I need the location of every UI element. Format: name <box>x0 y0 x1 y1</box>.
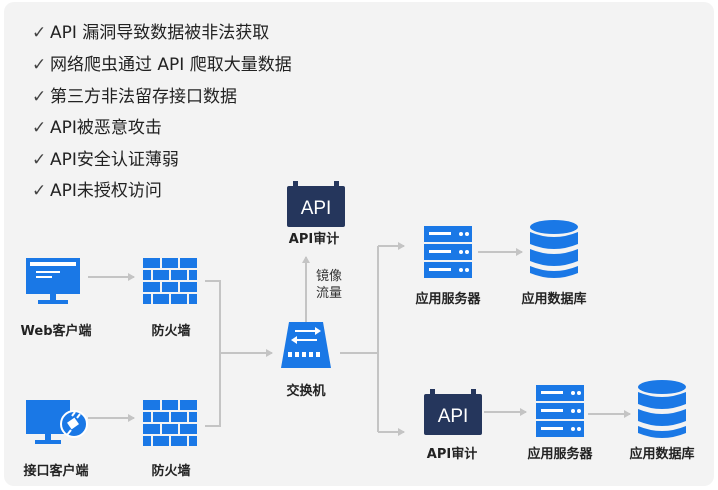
database-icon <box>638 380 686 438</box>
monitor-icon <box>26 258 80 304</box>
server-icon <box>536 385 584 437</box>
diagram-panel <box>4 2 714 486</box>
mirror-line2: 流量 <box>316 286 343 301</box>
check-icon: ✓ <box>32 150 47 170</box>
check-icon: ✓ <box>32 118 47 138</box>
server-icon <box>424 226 472 278</box>
risk-text: API被恶意攻击 <box>50 118 162 138</box>
app-server-top-label: 应用服务器 <box>415 292 481 307</box>
risk-text: 第三方非法留存接口数据 <box>50 87 237 107</box>
risk-item: ✓第三方非法留存接口数据 <box>32 84 237 110</box>
bracket-firewalls <box>205 280 221 427</box>
risk-text: 网络爬虫通过 API 爬取大量数据 <box>50 55 292 75</box>
api-audit-device-icon: API <box>424 389 482 435</box>
firewall-bottom-label: 防火墙 <box>151 464 191 479</box>
mirror-line1: 镜像 <box>316 269 343 284</box>
risk-text: API未授权访问 <box>50 181 162 201</box>
app-db-top-label: 应用数据库 <box>521 292 587 307</box>
monitor-plug-icon <box>26 400 88 444</box>
mirror-traffic-note: 镜像 流量 <box>316 268 342 302</box>
api-audit-bottom-text: API <box>438 406 469 427</box>
api-audit-top-label: API审计 <box>288 232 340 247</box>
check-icon: ✓ <box>32 87 47 107</box>
risk-item: ✓API未授权访问 <box>32 178 162 204</box>
database-icon <box>530 220 578 278</box>
risk-item: ✓API安全认证薄弱 <box>32 147 179 173</box>
api-audit-bottom-label: API审计 <box>426 447 478 462</box>
firewall-icon <box>143 400 197 446</box>
firewall-top-label: 防火墙 <box>151 324 191 339</box>
risk-text: API安全认证薄弱 <box>50 150 179 170</box>
web-client-label: Web客户端 <box>20 324 92 339</box>
app-server-bottom-label: 应用服务器 <box>527 447 593 462</box>
switch-icon <box>281 322 331 368</box>
firewall-icon <box>143 258 197 304</box>
api-client-label: 接口客户端 <box>23 464 89 479</box>
api-audit-device-icon: API <box>287 181 345 227</box>
check-icon: ✓ <box>32 23 47 43</box>
check-icon: ✓ <box>32 181 47 201</box>
risk-item: ✓API 漏洞导致数据被非法获取 <box>32 20 269 46</box>
risk-item: ✓网络爬虫通过 API 爬取大量数据 <box>32 52 292 78</box>
api-audit-top-text: API <box>301 198 332 219</box>
app-db-bottom-label: 应用数据库 <box>629 447 695 462</box>
switch-label: 交换机 <box>286 384 326 399</box>
risk-text: API 漏洞导致数据被非法获取 <box>50 23 270 43</box>
risk-item: ✓API被恶意攻击 <box>32 115 162 141</box>
check-icon: ✓ <box>32 55 47 75</box>
